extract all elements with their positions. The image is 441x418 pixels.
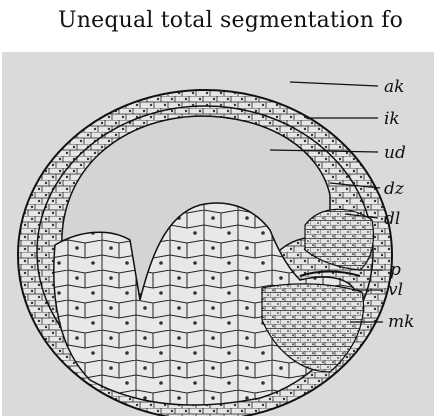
label-dl: dl xyxy=(384,209,400,229)
label-p: p xyxy=(390,260,401,280)
label-ak: ak xyxy=(384,77,404,97)
label-ik: ik xyxy=(384,109,400,129)
label-mk: mk xyxy=(388,312,414,332)
label-dz: dz xyxy=(384,179,405,199)
label-ud: ud xyxy=(384,143,406,163)
label-vl: vl xyxy=(388,280,403,300)
